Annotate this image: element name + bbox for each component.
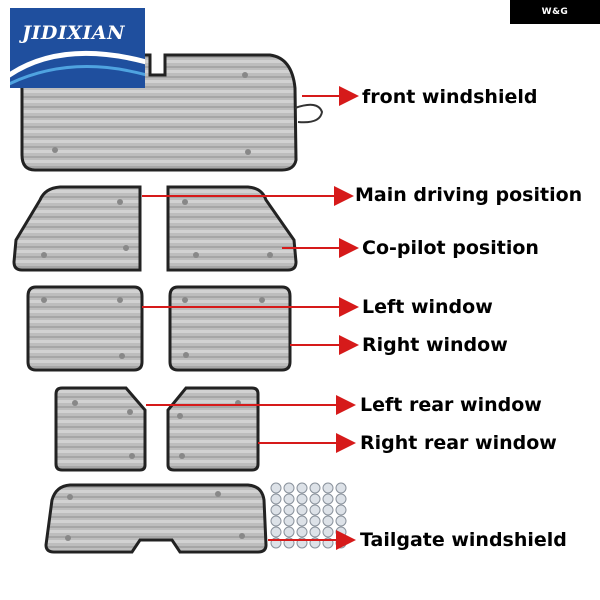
suction-cup-icon xyxy=(309,504,321,516)
suction-cup-icon xyxy=(322,515,334,527)
label-tailgate-windshield: Tailgate windshield xyxy=(360,529,567,551)
suction-cup-icon xyxy=(335,526,347,538)
suction-cup-icon xyxy=(270,504,282,516)
suction-cups xyxy=(270,482,347,549)
label-left-rear-window: Left rear window xyxy=(360,394,542,416)
label-right-rear-window: Right rear window xyxy=(360,432,557,454)
suction-cup-icon xyxy=(270,515,282,527)
logo-text: JIDIXIAN xyxy=(22,22,125,44)
suction-cup-icon xyxy=(270,482,282,494)
suction-cup-icon xyxy=(296,482,308,494)
right-rear-window-shade xyxy=(166,386,260,472)
suction-cup-icon xyxy=(309,515,321,527)
suction-cup-icon xyxy=(335,482,347,494)
suction-cup-icon xyxy=(296,493,308,505)
corner-badge: W&G xyxy=(510,0,600,24)
left-window-shade xyxy=(26,285,144,372)
suction-cup-icon xyxy=(335,504,347,516)
suction-cup-icon xyxy=(322,504,334,516)
co-pilot-shade xyxy=(166,185,298,272)
suction-cup-icon xyxy=(296,526,308,538)
left-rear-window-shade xyxy=(54,386,147,472)
suction-cup-icon xyxy=(283,526,295,538)
suction-cup-icon xyxy=(283,493,295,505)
right-window-shade xyxy=(168,285,292,372)
logo-swoosh-icon xyxy=(10,50,145,86)
suction-cup-icon xyxy=(322,526,334,538)
suction-cup-icon xyxy=(322,482,334,494)
suction-cup-icon xyxy=(283,482,295,494)
label-main-driving: Main driving position xyxy=(355,184,583,206)
label-co-pilot: Co-pilot position xyxy=(362,237,539,259)
label-right-window: Right window xyxy=(362,334,508,356)
suction-cup-icon xyxy=(309,526,321,538)
brand-logo: JIDIXIAN xyxy=(10,8,145,88)
suction-cup-icon xyxy=(322,493,334,505)
suction-cup-icon xyxy=(270,526,282,538)
suction-cup-icon xyxy=(309,493,321,505)
suction-cup-icon xyxy=(309,482,321,494)
label-front-windshield: front windshield xyxy=(362,86,538,108)
suction-cup-icon xyxy=(283,515,295,527)
suction-cup-icon xyxy=(283,504,295,516)
tailgate-windshield-shade xyxy=(44,483,268,554)
pointer-arrows xyxy=(142,86,359,550)
suction-cup-icon xyxy=(296,515,308,527)
label-left-window: Left window xyxy=(362,296,493,318)
suction-cup-icon xyxy=(270,493,282,505)
suction-cup-icon xyxy=(335,515,347,527)
suction-cup-icon xyxy=(296,504,308,516)
suction-cup-icon xyxy=(335,493,347,505)
main-driving-shade xyxy=(12,185,142,272)
